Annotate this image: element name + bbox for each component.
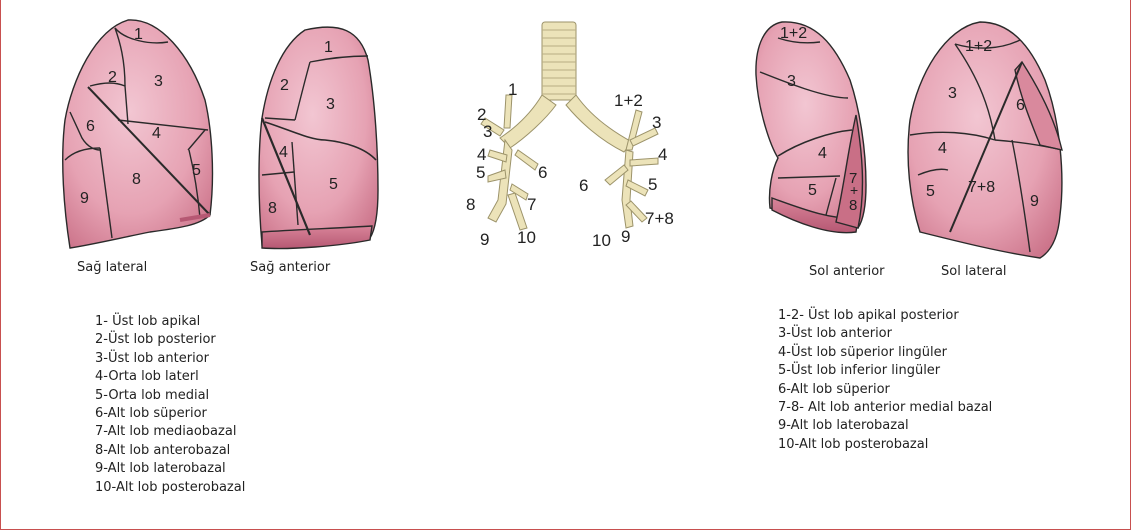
right-lateral-seg-6: 6 — [86, 118, 95, 135]
bronchus-left-label-7-8: 7+8 — [645, 209, 674, 228]
legend-right-item: 10-Alt lob posterobazal — [95, 479, 245, 497]
left-lateral-seg-1-2: 1+2 — [965, 38, 992, 55]
left-anterior-seg-1-2: 1+2 — [780, 25, 807, 42]
right-anterior-lung: 1 2 3 4 5 8 — [259, 27, 378, 248]
right-lateral-seg-8: 8 — [132, 171, 141, 188]
left-lateral-lung: 1+2 3 6 4 5 7+8 9 — [908, 22, 1062, 258]
right-anterior-seg-5: 5 — [329, 176, 338, 193]
left-lateral-seg-4: 4 — [938, 140, 947, 157]
bronchus-right-label-5: 5 — [476, 163, 485, 182]
caption-right-anterior: Sağ anterior — [250, 260, 330, 275]
right-anterior-seg-3: 3 — [326, 96, 335, 113]
bronchus-left-label-5: 5 — [648, 175, 657, 194]
legend-left-item: 5-Üst lob inferior lingüler — [778, 362, 992, 380]
caption-left-lateral: Sol lateral — [941, 264, 1007, 279]
legend-right-item: 8-Alt lob anterobazal — [95, 442, 245, 460]
legend-left-item: 1-2- Üst lob apikal posterior — [778, 307, 992, 325]
legend-left-lung: 1-2- Üst lob apikal posterior 3-Üst lob … — [778, 307, 992, 454]
legend-right-item: 1- Üst lob apikal — [95, 313, 245, 331]
legend-right-item: 2-Üst lob posterior — [95, 331, 245, 349]
bronchus-right-label-8: 8 — [466, 195, 475, 214]
right-lateral-seg-4: 4 — [152, 125, 161, 142]
legend-right-item: 7-Alt lob mediaobazal — [95, 423, 245, 441]
legend-right-item: 4-Orta lob laterl — [95, 368, 245, 386]
left-anterior-seg-plus: + — [850, 182, 858, 198]
left-anterior-seg-8: 8 — [849, 197, 857, 214]
left-lateral-seg-3: 3 — [948, 85, 957, 102]
right-anterior-seg-8: 8 — [268, 200, 277, 217]
right-lateral-seg-9: 9 — [80, 190, 89, 207]
bronchus-right-label-3: 3 — [483, 122, 492, 141]
bronchus-right-label-1: 1 — [508, 80, 517, 99]
legend-left-item: 4-Üst lob süperior lingüler — [778, 344, 992, 362]
left-lateral-seg-6: 6 — [1016, 97, 1025, 114]
right-anterior-seg-1: 1 — [324, 39, 333, 56]
bronchus-right-label-9: 9 — [480, 230, 489, 249]
right-anterior-seg-2: 2 — [280, 77, 289, 94]
legend-right-item: 3-Üst lob anterior — [95, 350, 245, 368]
right-lateral-seg-1: 1 — [134, 26, 143, 43]
bronchus-left-label-1-2: 1+2 — [614, 91, 643, 110]
caption-right-lateral: Sağ lateral — [77, 260, 147, 275]
legend-left-item: 6-Alt lob süperior — [778, 381, 992, 399]
bronchus-right-label-10: 10 — [517, 228, 536, 247]
bronchus-left-label-9: 9 — [621, 227, 630, 246]
legend-left-item: 10-Alt lob posterobazal — [778, 436, 992, 454]
caption-left-anterior: Sol anterior — [809, 264, 885, 279]
legend-right-lung: 1- Üst lob apikal 2-Üst lob posterior 3-… — [95, 313, 245, 497]
bronchus-left-label-3: 3 — [652, 113, 661, 132]
bronchus-left-label-10: 10 — [592, 231, 611, 250]
legend-right-item: 6-Alt lob süperior — [95, 405, 245, 423]
right-anterior-seg-4: 4 — [279, 144, 288, 161]
legend-right-item: 5-Orta lob medial — [95, 387, 245, 405]
right-lateral-seg-5: 5 — [192, 162, 201, 179]
left-lateral-seg-7-8: 7+8 — [968, 179, 995, 196]
left-anterior-seg-3: 3 — [787, 73, 796, 90]
bronchial-tree: 1 2 3 4 5 6 8 7 9 10 1+2 3 4 6 5 7+8 10 … — [466, 22, 674, 250]
bronchus-right-label-4: 4 — [477, 145, 486, 164]
bronchus-left-label-6: 6 — [579, 176, 588, 195]
legend-left-item: 3-Üst lob anterior — [778, 325, 992, 343]
right-lateral-lung: 1 2 3 6 4 5 9 8 — [63, 20, 213, 248]
left-anterior-lung: 1+2 3 4 5 7 + 8 — [756, 22, 866, 233]
left-anterior-seg-5: 5 — [808, 182, 817, 199]
legend-left-item: 7-8- Alt lob anterior medial bazal — [778, 399, 992, 417]
bronchus-right-label-6: 6 — [538, 163, 547, 182]
right-lateral-seg-3: 3 — [154, 73, 163, 90]
bronchus-right-label-7: 7 — [527, 195, 536, 214]
right-lateral-seg-2: 2 — [108, 69, 117, 86]
bronchus-left-label-4: 4 — [658, 145, 667, 164]
legend-left-item: 9-Alt lob laterobazal — [778, 417, 992, 435]
left-anterior-seg-4: 4 — [818, 145, 827, 162]
legend-right-item: 9-Alt lob laterobazal — [95, 460, 245, 478]
left-lateral-seg-9: 9 — [1030, 193, 1039, 210]
left-lateral-seg-5: 5 — [926, 183, 935, 200]
